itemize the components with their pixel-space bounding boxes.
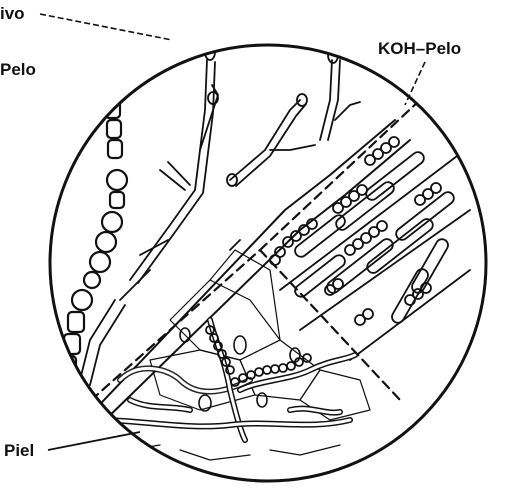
koh-hair-region: [270, 137, 470, 360]
label-cultivo: ivo: [0, 5, 25, 22]
label-piel: Piel: [4, 442, 34, 459]
region-dividers: [80, 100, 420, 410]
leader-line-cultivo: [40, 14, 172, 40]
culture-hyphae: [80, 44, 410, 425]
label-koh-pelo: KOH–Pelo: [378, 40, 461, 57]
leader-line-piel: [48, 432, 140, 450]
leader-line-koh-pelo: [405, 62, 425, 105]
microscope-field-circle: [50, 45, 486, 481]
label-pelo: Pelo: [0, 61, 36, 78]
